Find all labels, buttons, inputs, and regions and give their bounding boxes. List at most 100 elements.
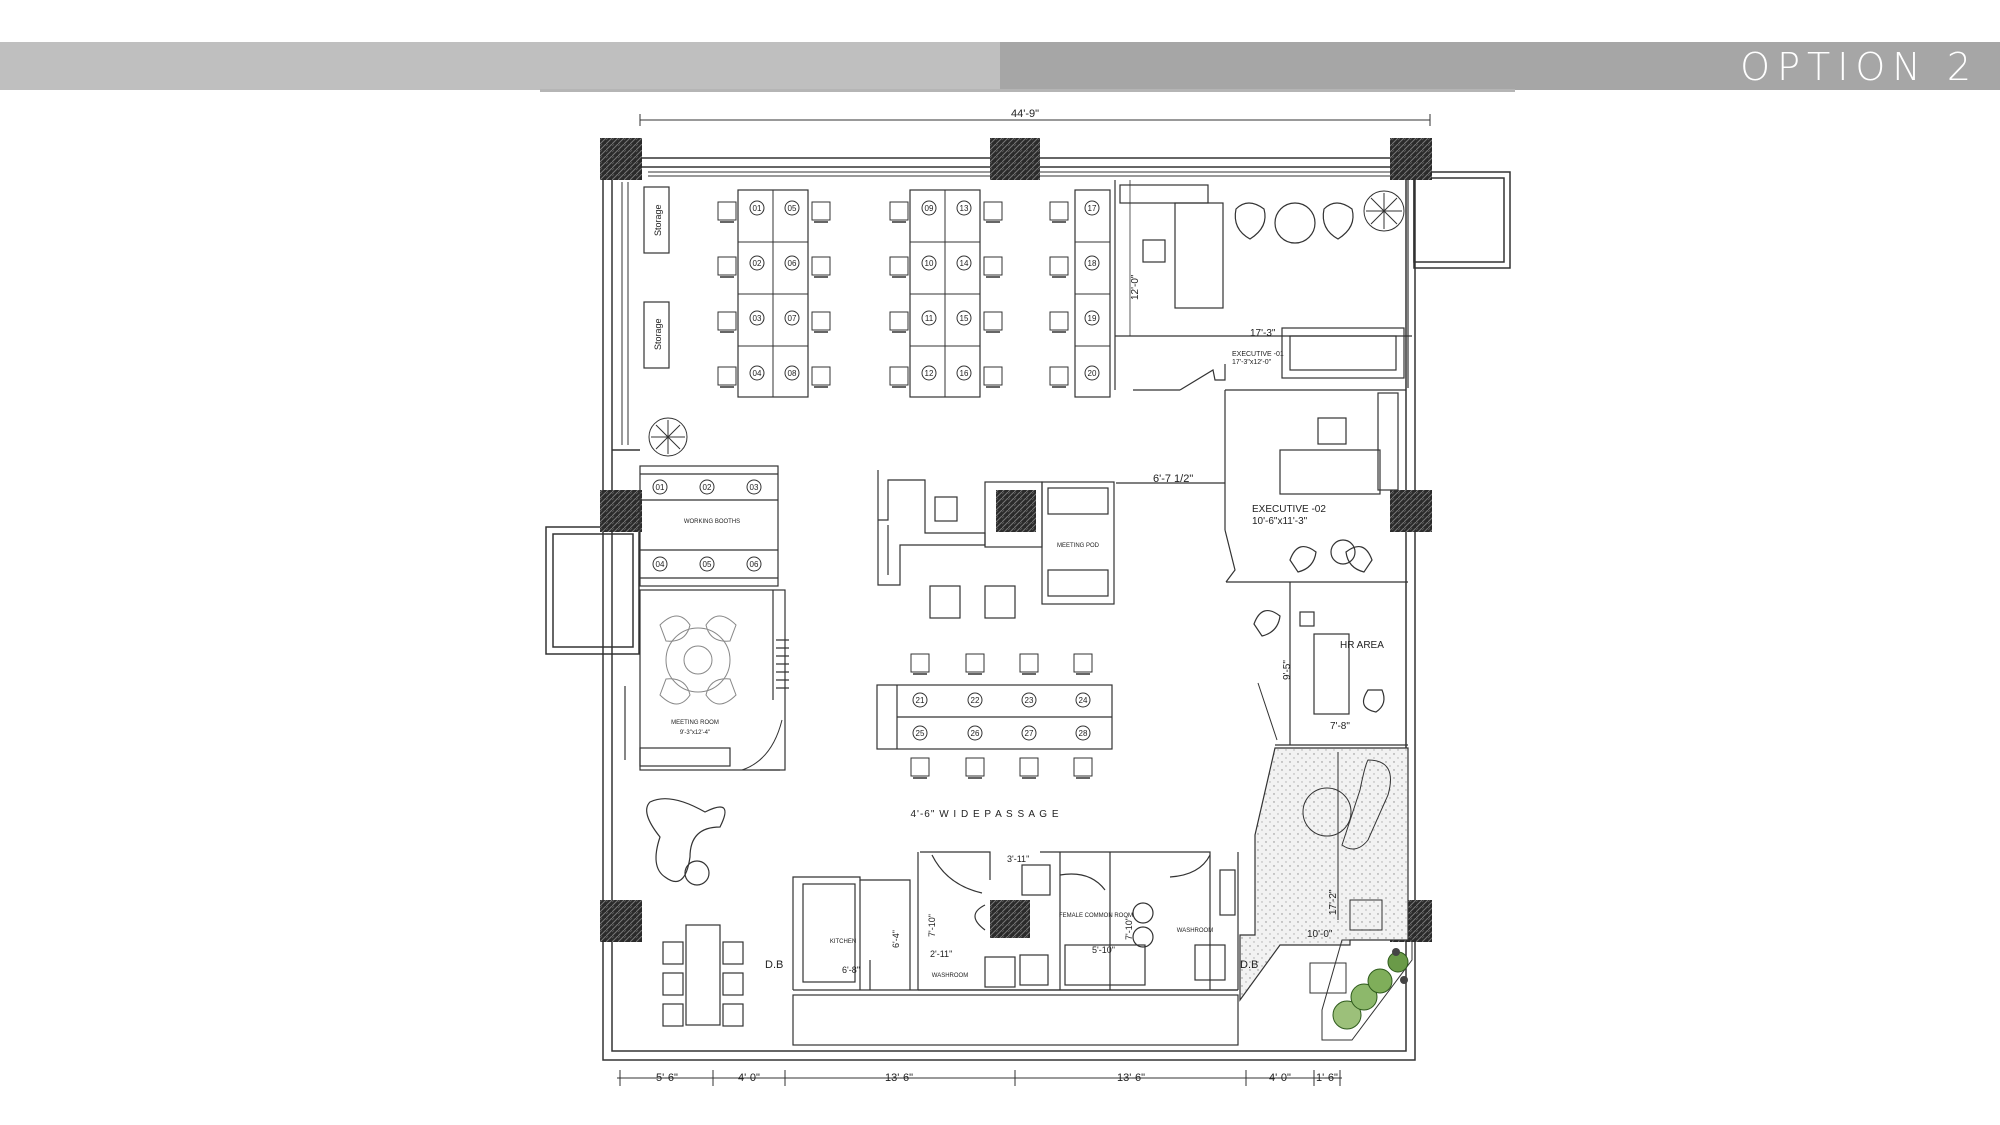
center-desk-22-number: 22 (971, 696, 980, 705)
workstation-15-marker (956, 310, 972, 326)
female-width-dim: 5'-10" (1092, 945, 1115, 955)
workstation-chair (717, 256, 737, 276)
hr-label: HR AREA (1340, 640, 1384, 651)
plant-icon-exec01 (1363, 190, 1405, 232)
workstation-chair (811, 201, 831, 221)
booth-05-marker (699, 556, 715, 572)
bottom-dim-1: 5'-6" (656, 1072, 678, 1084)
workstation-08-marker (784, 365, 800, 381)
exec02-gap-dim: 6'-7 1/2" (1153, 473, 1193, 485)
workstation-20-number: 20 (1088, 369, 1097, 378)
booth-03-marker (746, 479, 762, 495)
workstation-20-marker (1084, 365, 1100, 381)
bottom-dim-4: 13'-6" (1117, 1072, 1145, 1084)
exec01-size: 17'-3"x12'-0" (1232, 359, 1272, 366)
center-desk-chair (1019, 757, 1039, 777)
header-band-left (0, 42, 1000, 90)
washroom-top-dim: 3'-11" (1007, 854, 1029, 864)
exec01-width-dim: 17'-3" (1250, 328, 1276, 339)
service-block (792, 851, 1239, 1046)
workstation-17-number: 17 (1088, 204, 1097, 213)
passage-label: 4'-6" W I D E P A S S A G E (911, 809, 1060, 820)
workstation-07-number: 07 (788, 314, 797, 323)
exec02-label: EXECUTIVE -02 (1252, 504, 1326, 515)
workstation-chair (889, 366, 909, 386)
workstation-chair (1049, 311, 1069, 331)
exec01-label: EXECUTIVE -01 (1232, 351, 1284, 358)
workstation-06-number: 06 (788, 259, 797, 268)
booth-04-marker (652, 556, 668, 572)
workstation-05-number: 05 (788, 204, 797, 213)
center-desk-23-marker (1021, 692, 1037, 708)
hr-width-dim: 7'-8" (1330, 721, 1350, 732)
workstation-chair (889, 311, 909, 331)
kitchen-height-dim: 6'-4" (891, 930, 901, 948)
bottom-dim-5: 4'-0" (1269, 1072, 1291, 1084)
center-desk-chair (1073, 757, 1093, 777)
workstation-09-number: 09 (925, 204, 934, 213)
workstation-10-number: 10 (925, 259, 934, 268)
meeting-pod-label: MEETING POD (1057, 543, 1100, 549)
kitchen-width-dim: 6'-8" (842, 965, 860, 975)
center-desk-26-marker (967, 725, 983, 741)
workstation-chair (811, 311, 831, 331)
kitchen-label: KITCHEN (830, 939, 856, 945)
workstation-10-marker (921, 255, 937, 271)
lounge-left (646, 798, 744, 1027)
workstation-11-marker (921, 310, 937, 326)
executive-01-room (1114, 180, 1412, 391)
center-desk-21-marker (912, 692, 928, 708)
center-desk-26-number: 26 (971, 729, 980, 738)
meeting-room (624, 589, 789, 771)
workstation-chair (1049, 366, 1069, 386)
center-desk-21-number: 21 (916, 696, 925, 705)
center-desk-27-marker (1021, 725, 1037, 741)
workstation-19-number: 19 (1088, 314, 1097, 323)
workstation-08-number: 08 (788, 369, 797, 378)
workstation-chair (983, 366, 1003, 386)
workstation-chair (1049, 201, 1069, 221)
washroom-height-dim: 7'-10" (927, 914, 937, 937)
booth-02-number: 02 (703, 483, 712, 492)
working-booths-label: WORKING BOOTHS (684, 519, 740, 525)
workstation-01-marker (749, 200, 765, 216)
workstation-09-marker (921, 200, 937, 216)
female-height-dim: 7'-10" (1124, 917, 1134, 940)
workstation-chair (889, 256, 909, 276)
bottom-dim-6: 1'-6" (1316, 1072, 1338, 1084)
booth-06-marker (746, 556, 762, 572)
workstation-01-number: 01 (753, 204, 762, 213)
center-desk-22-marker (967, 692, 983, 708)
top-dimension (639, 114, 1431, 126)
center-desk-25-marker (912, 725, 928, 741)
booth-01-marker (652, 479, 668, 495)
storage-units (643, 186, 670, 369)
meeting-room-label: MEETING ROOM (671, 720, 719, 726)
workstation-13-marker (956, 200, 972, 216)
center-desk-24-number: 24 (1079, 696, 1088, 705)
workstation-03-number: 03 (753, 314, 762, 323)
center-desk-28-number: 28 (1079, 729, 1088, 738)
workstation-16-marker (956, 365, 972, 381)
reception-width-dim: 10'-0" (1307, 929, 1333, 940)
workstation-chair (717, 201, 737, 221)
storage-label-2: Storage (653, 318, 663, 350)
reception-lounge (1239, 747, 1409, 1002)
plant-icon (648, 417, 688, 457)
booth-06-number: 06 (750, 560, 759, 569)
workstation-19-marker (1084, 310, 1100, 326)
db-right-label: D.B (1240, 959, 1258, 971)
header-underline (540, 89, 1515, 92)
exec02-size: 10'-6"x11'-3" (1252, 516, 1308, 527)
workstation-chair (983, 256, 1003, 276)
female-common-room-label: FEMALE COMMON ROOM (1059, 913, 1133, 919)
meeting-pod (984, 481, 1115, 605)
structural-columns (600, 138, 1432, 942)
meeting-room-size: 9'-3"x12'-4" (680, 730, 710, 736)
washroom-1-label: WASHROOM (932, 973, 968, 979)
workstation-17-marker (1084, 200, 1100, 216)
booth-02-marker (699, 479, 715, 495)
